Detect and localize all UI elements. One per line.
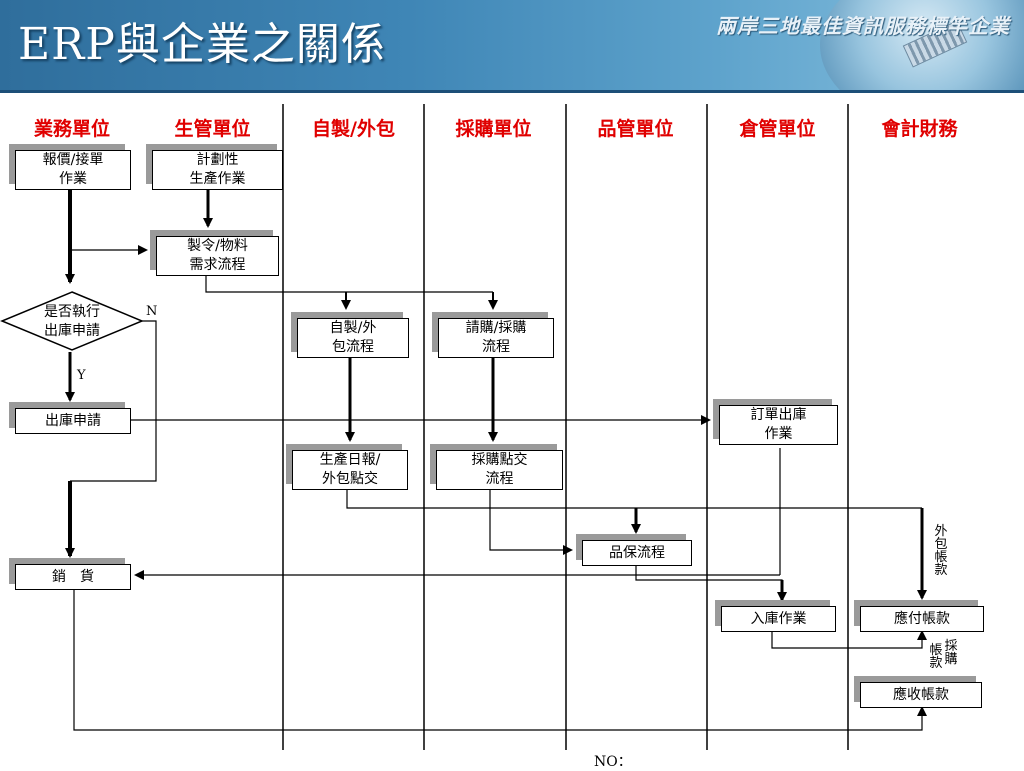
arrow-check-to-qc bbox=[489, 490, 573, 555]
label-yes: Y bbox=[77, 368, 86, 383]
node-quote-order: 報價/接單 作業 bbox=[15, 150, 131, 190]
node-purchase: 請購/採購 流程 bbox=[438, 318, 554, 358]
label-no: N bbox=[146, 304, 158, 319]
node-accounts-payable: 應付帳款 bbox=[860, 606, 984, 632]
lane-header-accounting: 會計財務 bbox=[881, 118, 958, 140]
lane-header-production: 生管單位 bbox=[174, 118, 251, 140]
arrow-sales-to-receivable bbox=[73, 590, 927, 731]
flow-arrows bbox=[65, 190, 927, 731]
node-planned-production: 計劃性 生產作業 bbox=[152, 150, 283, 190]
line-material-split bbox=[205, 276, 493, 293]
decision-diamond bbox=[0, 291, 144, 351]
line-report-to-right bbox=[346, 490, 922, 509]
company-slogan: 兩岸三地最佳資訊服務標竿企業 bbox=[716, 14, 1010, 38]
page-title: ERP與企業之關係 bbox=[18, 19, 386, 70]
lane-dividers bbox=[282, 104, 849, 750]
banner-divider bbox=[0, 90, 1024, 93]
header-banner: 兩岸三地最佳資訊服務標竿企業 ERP與企業之關係 bbox=[0, 0, 1024, 90]
arrow-stock-in-to-payable bbox=[771, 630, 927, 649]
node-accounts-receivable: 應收帳款 bbox=[860, 682, 982, 708]
node-stock-in: 入庫作業 bbox=[721, 606, 836, 632]
node-make-outsource: 自製/外 包流程 bbox=[297, 318, 409, 358]
footer-number-label: NO： bbox=[594, 754, 632, 770]
node-order-shipment: 訂單出庫 作業 bbox=[719, 405, 838, 445]
label-outsource-account: 外包帳款 bbox=[934, 524, 948, 578]
label-purchase-account-2: 帳款 bbox=[929, 643, 943, 671]
node-purchase-check: 採購點交 流程 bbox=[436, 450, 563, 490]
node-quality-assurance: 品保流程 bbox=[582, 540, 692, 566]
node-material-requirement: 製令/物料 需求流程 bbox=[156, 236, 279, 276]
node-decision-label: 是否執行 出庫申請 bbox=[44, 304, 100, 339]
lane-header-sales: 業務單位 bbox=[33, 118, 110, 140]
lane-header-purchasing: 採購單位 bbox=[455, 118, 532, 140]
lane-header-quality: 品管單位 bbox=[597, 118, 674, 140]
lane-header-warehouse: 倉管單位 bbox=[739, 118, 816, 140]
node-ship-request: 出庫申請 bbox=[15, 408, 131, 434]
arrow-qc-to-stock-in bbox=[635, 566, 783, 598]
node-production-report: 生產日報/ 外包點交 bbox=[292, 450, 408, 490]
line-decision-no bbox=[70, 320, 157, 482]
lane-header-make-outsource: 自製/外包 bbox=[312, 118, 395, 140]
label-purchase-account-1: 採購 bbox=[944, 639, 958, 667]
node-sales: 銷 貨 bbox=[15, 564, 131, 590]
